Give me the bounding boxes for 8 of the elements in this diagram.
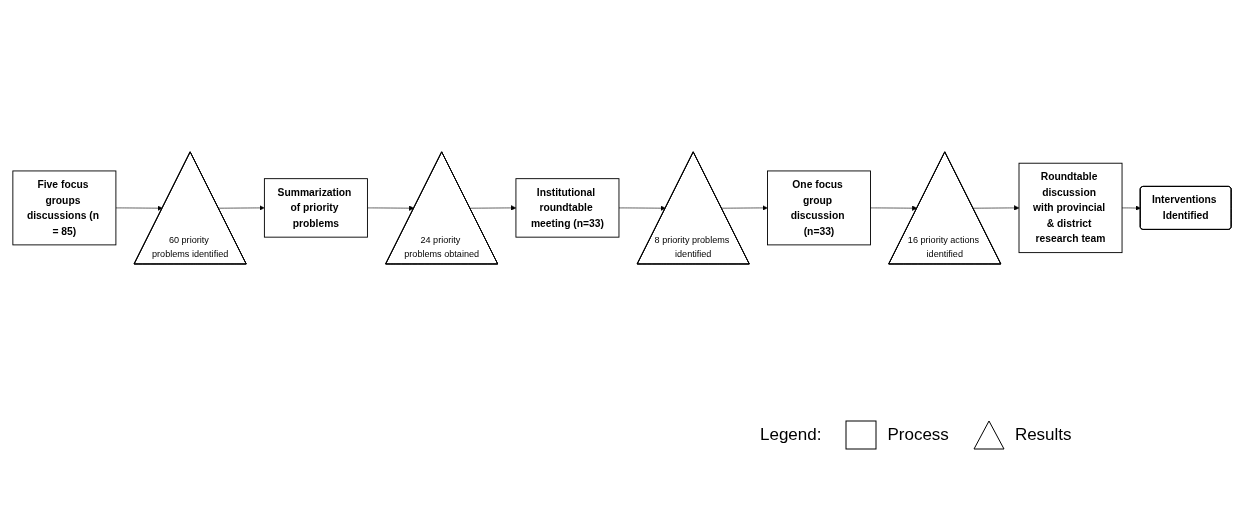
node-box: Roundtable discussion with provincial & district research team — [1018, 162, 1123, 254]
legend-title: Legend: — [760, 425, 822, 445]
node-box: One focus group discussion (n=33) — [767, 170, 871, 246]
node-box: Five focus groups discussions (n = 85) — [12, 170, 117, 246]
legend-label: Results — [1014, 425, 1072, 445]
node-box: Institutional roundtable meeting (n=33) — [515, 178, 620, 238]
node-box: Summarization of priority problems — [263, 178, 368, 238]
legend-label: Process — [887, 425, 949, 445]
